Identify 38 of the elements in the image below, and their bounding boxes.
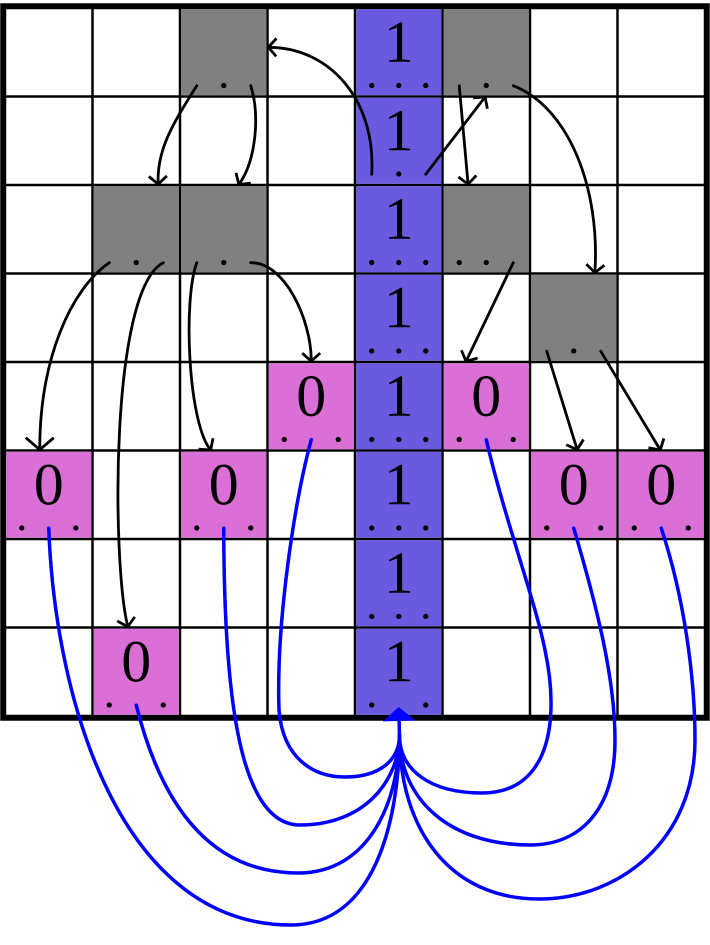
connector-line bbox=[134, 703, 402, 875]
arrow bbox=[599, 350, 666, 452]
digit-cell: 1 bbox=[356, 452, 442, 538]
digit-cell: 0 bbox=[531, 452, 616, 538]
arrow bbox=[545, 350, 585, 452]
digit-cell: 1 bbox=[356, 98, 442, 184]
arrow bbox=[458, 84, 478, 186]
shaded-cell bbox=[531, 274, 616, 361]
digit-cell: 0 bbox=[181, 452, 266, 538]
digit-cell: 0 bbox=[94, 628, 179, 715]
digit-cell: 0 bbox=[618, 452, 704, 538]
arrow bbox=[249, 261, 322, 364]
shaded-cell bbox=[94, 186, 179, 272]
shaded-cell bbox=[444, 186, 529, 272]
shaded-cell bbox=[181, 9, 266, 96]
digit-cell: 0 bbox=[444, 363, 529, 450]
arrow bbox=[116, 261, 165, 629]
connector-line bbox=[47, 526, 402, 927]
arrow bbox=[148, 84, 198, 186]
digit-cell: 1 bbox=[356, 628, 442, 715]
arrow bbox=[424, 95, 489, 176]
arrow bbox=[512, 84, 606, 275]
digit-cell: 0 bbox=[268, 363, 354, 450]
connector-line bbox=[222, 526, 402, 827]
digit-cell: 1 bbox=[356, 363, 442, 450]
digit-cell: 1 bbox=[356, 274, 442, 361]
digit-cell: 1 bbox=[356, 9, 442, 96]
arrow bbox=[460, 261, 515, 364]
arrow bbox=[188, 261, 214, 452]
arrow bbox=[234, 84, 258, 186]
arrow bbox=[266, 37, 374, 176]
shaded-cell bbox=[181, 186, 266, 272]
connector-line bbox=[398, 526, 697, 901]
digit-cell: 1 bbox=[356, 540, 442, 626]
arrow bbox=[24, 261, 111, 452]
digit-cell: 0 bbox=[6, 452, 92, 538]
shaded-cell bbox=[444, 9, 529, 96]
digit-cell: 1 bbox=[356, 186, 442, 272]
